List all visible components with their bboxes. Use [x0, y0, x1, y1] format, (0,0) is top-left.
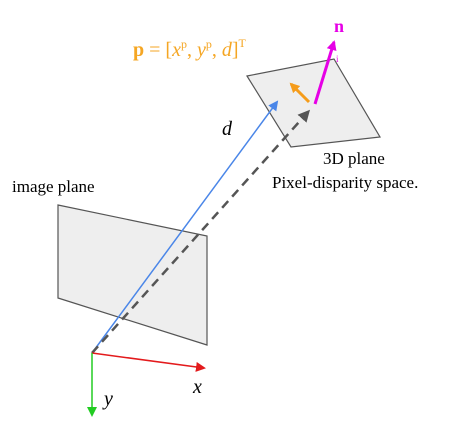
y-axis-label: y — [102, 388, 113, 410]
eq-x: x — [171, 39, 181, 61]
eq-d: d — [222, 39, 233, 61]
image-plane-label: image plane — [12, 177, 95, 196]
x-axis-arrow — [91, 352, 206, 372]
normal-label: n — [334, 16, 344, 36]
normal-arrow — [313, 40, 337, 105]
eq-y-sup: p — [206, 37, 212, 51]
eq-y: y — [195, 39, 206, 61]
3d-plane — [246, 58, 381, 148]
eq-comma2: , — [212, 39, 222, 61]
dashed-ray-arrow — [91, 109, 311, 354]
pixel-space-label: Pixel-disparity space. — [272, 173, 418, 192]
equation-label: p = [xp, yp, d]T — [133, 36, 247, 61]
normal-subscript: i — [336, 54, 339, 64]
eq-open: = [ — [144, 39, 172, 61]
eq-close: ] — [232, 39, 239, 61]
distance-label: d — [222, 118, 233, 140]
normal-n: n — [334, 16, 344, 36]
plane-3d-label: 3D plane — [323, 149, 385, 168]
image-plane — [57, 204, 208, 346]
orange-arrow — [289, 82, 311, 104]
blue-ray-arrow — [91, 100, 279, 354]
eq-p: p — [133, 39, 144, 61]
x-axis-label: x — [192, 376, 202, 398]
eq-comma1: , — [187, 39, 197, 61]
eq-transpose: T — [239, 36, 247, 50]
eq-x-sup: p — [181, 37, 187, 51]
